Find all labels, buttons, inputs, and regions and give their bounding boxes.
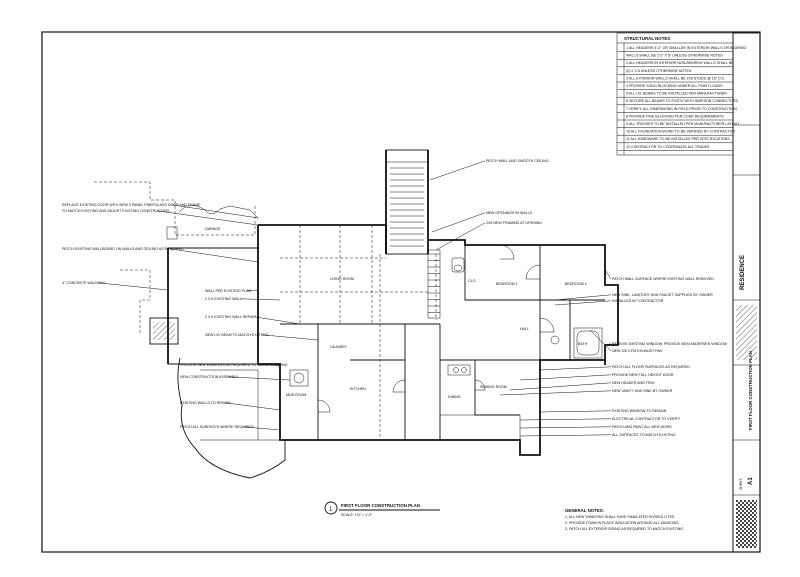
callout-text: PROVIDE NEW WINDOWS AS REQUIRED TO MATCH…	[180, 363, 288, 367]
structural-note-line: 3 ALL EXTERIOR WALLS SHALL BE 2X6 STUDS …	[626, 76, 725, 80]
structural-note-line: 2 ALL HEADERS IN INTERIOR NON-BEARING WA…	[626, 61, 734, 65]
sheet-number: A1	[748, 477, 754, 485]
detail-number: 1	[329, 507, 333, 513]
room-labels: BEDROOM 1 BEDROOM 2 BATH HALL LIVING ROO…	[286, 277, 588, 399]
door-swings	[317, 244, 555, 413]
structural-note-line: (2) 2 X 6 UNLESS OTHERWISE NOTED	[626, 69, 692, 73]
garage: GARAGE	[149, 205, 259, 365]
callout-text: 2 X 6 EXISTING WALL REPAIR	[205, 315, 256, 319]
callout-text: EXISTING WINDOW TO REMAIN	[612, 409, 667, 413]
structural-note-line: 12 CONTRACTOR TO COORDINATE ALL TRADES	[626, 145, 710, 149]
callout-text: PATCH ALL FLOOR SURFACES AS REQUIRED	[612, 365, 690, 369]
structural-note-line: WALLS SHALL BE 2-2" X 8" UNLESS OTHERWIS…	[626, 54, 723, 58]
structural-note-line: 11 ALL HARDWARE TO BE INSTALLED PER SPEC…	[626, 137, 730, 141]
callout-text: NEW OPENINGS IN WALLS	[486, 211, 533, 215]
stair-tower	[385, 149, 429, 255]
structural-note-line: 6 SECURE ALL BEAMS TO POSTS WITH SIMPSON…	[626, 99, 738, 103]
callout-text: PATCH ALL SURFACES WHERE REQUIRED	[180, 425, 254, 429]
detail-bubble	[324, 501, 338, 515]
callout-text: 2 X 6 EXISTING WALL	[205, 297, 242, 301]
general-notes: GENERAL NOTES: 1. ALL NEW WINDOWS SHALL H…	[565, 508, 683, 531]
bath-fixtures	[289, 257, 603, 387]
structural-note-line: 1 ALL HEADERS 4'-0" OR SMALLER IN EXTERI…	[626, 46, 747, 50]
callout-text: REMOVE EXISTING WINDOW, PROVIDE NEW ANDE…	[612, 342, 728, 346]
general-notes-heading: GENERAL NOTES:	[565, 508, 605, 513]
drawing-scale: SCALE: 1/4" = 1'-0"	[341, 513, 373, 517]
callout-text: PROVIDE NEW FULL HEIGHT DOOR	[612, 373, 674, 377]
callout-text: NEW SINK, LAVATORY AND FAUCET SUPPLIED B…	[612, 293, 713, 297]
callout-text: ALL SURFACES TO MATCH EXISTING	[612, 433, 676, 437]
callout-text: EXISTING WALLS TO REMAIN	[180, 401, 231, 405]
drawing-title: FIRST FLOOR CONSTRUCTION PLAN	[341, 503, 420, 508]
callout-text: NEW VANITY AND SINK BY OWNER	[612, 389, 673, 393]
callout-text: PATCH AND PAINT ALL NEW WORK	[612, 425, 673, 429]
callout-text: NEW CONSTRUCTION ASSEMBLY	[180, 375, 239, 379]
structural-note-line: 5 ALL LVL BEAMS TO BE INSTALLED PER MANU…	[626, 92, 727, 96]
callout-text: WALL PER EXISTING PLAN	[205, 289, 251, 293]
callout-text: PATCH EXISTING WALLBOARD ON WALLS AND CE…	[62, 247, 184, 251]
structural-note-line: 10 ALL FOUNDATION WORK TO BE VERIFIED BY…	[626, 130, 735, 134]
site-boundary	[94, 181, 256, 335]
general-note-line: 1. ALL NEW WINDOWS SHALL HAVE SIMULATED …	[565, 515, 675, 519]
interior-stair	[427, 249, 441, 319]
structural-note-line: 4 PROVIDE SOLID BLOCKING UNDER ALL POINT…	[626, 84, 723, 88]
general-note-line: 3. PATCH ALL EXTERIOR SIDING AS REQUIRED…	[565, 527, 683, 531]
callout-text: 2X6 NEW FRAMING AT OPENING	[486, 221, 542, 225]
rear-porch	[439, 414, 521, 441]
callouts-right: PATCH WALL SURFACE WHERE EXISTING WALL R…	[499, 269, 728, 437]
porch-landscape	[177, 357, 286, 479]
title-block: RESIDENCE FIRST FLOOR CONSTRUCTION PLAN …	[732, 32, 761, 553]
room-label-bedroom-1: BEDROOM 1	[496, 282, 518, 286]
structural-notes-table: STRUCTURAL NOTES 1 ALL HEADERS 4'-0" OR …	[616, 32, 747, 156]
structural-note-line: 7 VERIFY ALL DIMENSIONS IN FIELD PRIOR T…	[626, 107, 737, 111]
structural-note-line: 8 PROVIDE FIRE BLOCKING PER CODE REQUIRE…	[626, 114, 724, 118]
callout-text: TO MATCH EXISTING AND ADJUST EXISTING CO…	[62, 209, 169, 213]
room-label-living: LIVING ROOM	[330, 277, 354, 281]
room-label-closet: CLO	[468, 279, 476, 283]
callout-text: NEW LVL BEAM TO MATCH EXISTING	[205, 333, 269, 337]
sheet-title: FIRST FLOOR CONSTRUCTION PLAN	[748, 351, 753, 430]
general-note-line: 2. PROVIDE FOAM IN PLACE INSULATION AROU…	[565, 521, 679, 525]
callouts-left: REPLACE EXISTING DOOR WITH NEW 3 PANEL F…	[62, 203, 319, 431]
room-label-bath: BATH	[578, 342, 588, 346]
callout-text: ELECTRICAL CONTRACTOR TO VERIFY	[612, 417, 681, 421]
room-label-kitchen: KITCHEN	[350, 387, 366, 391]
callout-text: PATCH WALL SURFACE WHERE EXISTING WALL R…	[612, 277, 714, 281]
room-label-dining: DINING	[448, 395, 461, 399]
callout-text: PATCH WALL AND SMOOTH CEILING	[486, 159, 549, 163]
sheet-label: SHEET	[739, 477, 743, 490]
callouts-top: PATCH WALL AND SMOOTH CEILING NEW OPENING…	[429, 159, 549, 251]
room-label-garage: GARAGE	[205, 227, 221, 231]
room-label-laundry: LAUNDRY	[330, 345, 348, 349]
callout-text: REPLACE EXISTING DOOR WITH NEW 3 PANEL F…	[62, 203, 201, 207]
callout-text: 4" CONCRETE WALKWAY	[62, 281, 106, 285]
callout-text: NEW HEADER AND TRIM	[612, 381, 654, 385]
room-label-hall: HALL	[520, 327, 529, 331]
structural-note-line: 9 ALL TRUSSES TO BE INSTALLED PER MANUFA…	[626, 122, 740, 126]
room-label-sewing: SEWING ROOM	[480, 385, 507, 389]
callout-text: NEW 100 CFM EXHAUST FAN	[612, 349, 662, 353]
drawing-title-block: 1 FIRST FLOOR CONSTRUCTION PLAN SCALE: 1…	[324, 501, 440, 517]
callout-text: INSTALLED BY CONTRACTOR	[612, 299, 664, 303]
structural-notes-heading: STRUCTURAL NOTES	[624, 36, 670, 41]
room-label-bedroom-2: BEDROOM 2	[565, 282, 587, 286]
room-label-mud: MUD ROOM	[286, 393, 306, 397]
project-name: RESIDENCE	[740, 255, 746, 290]
